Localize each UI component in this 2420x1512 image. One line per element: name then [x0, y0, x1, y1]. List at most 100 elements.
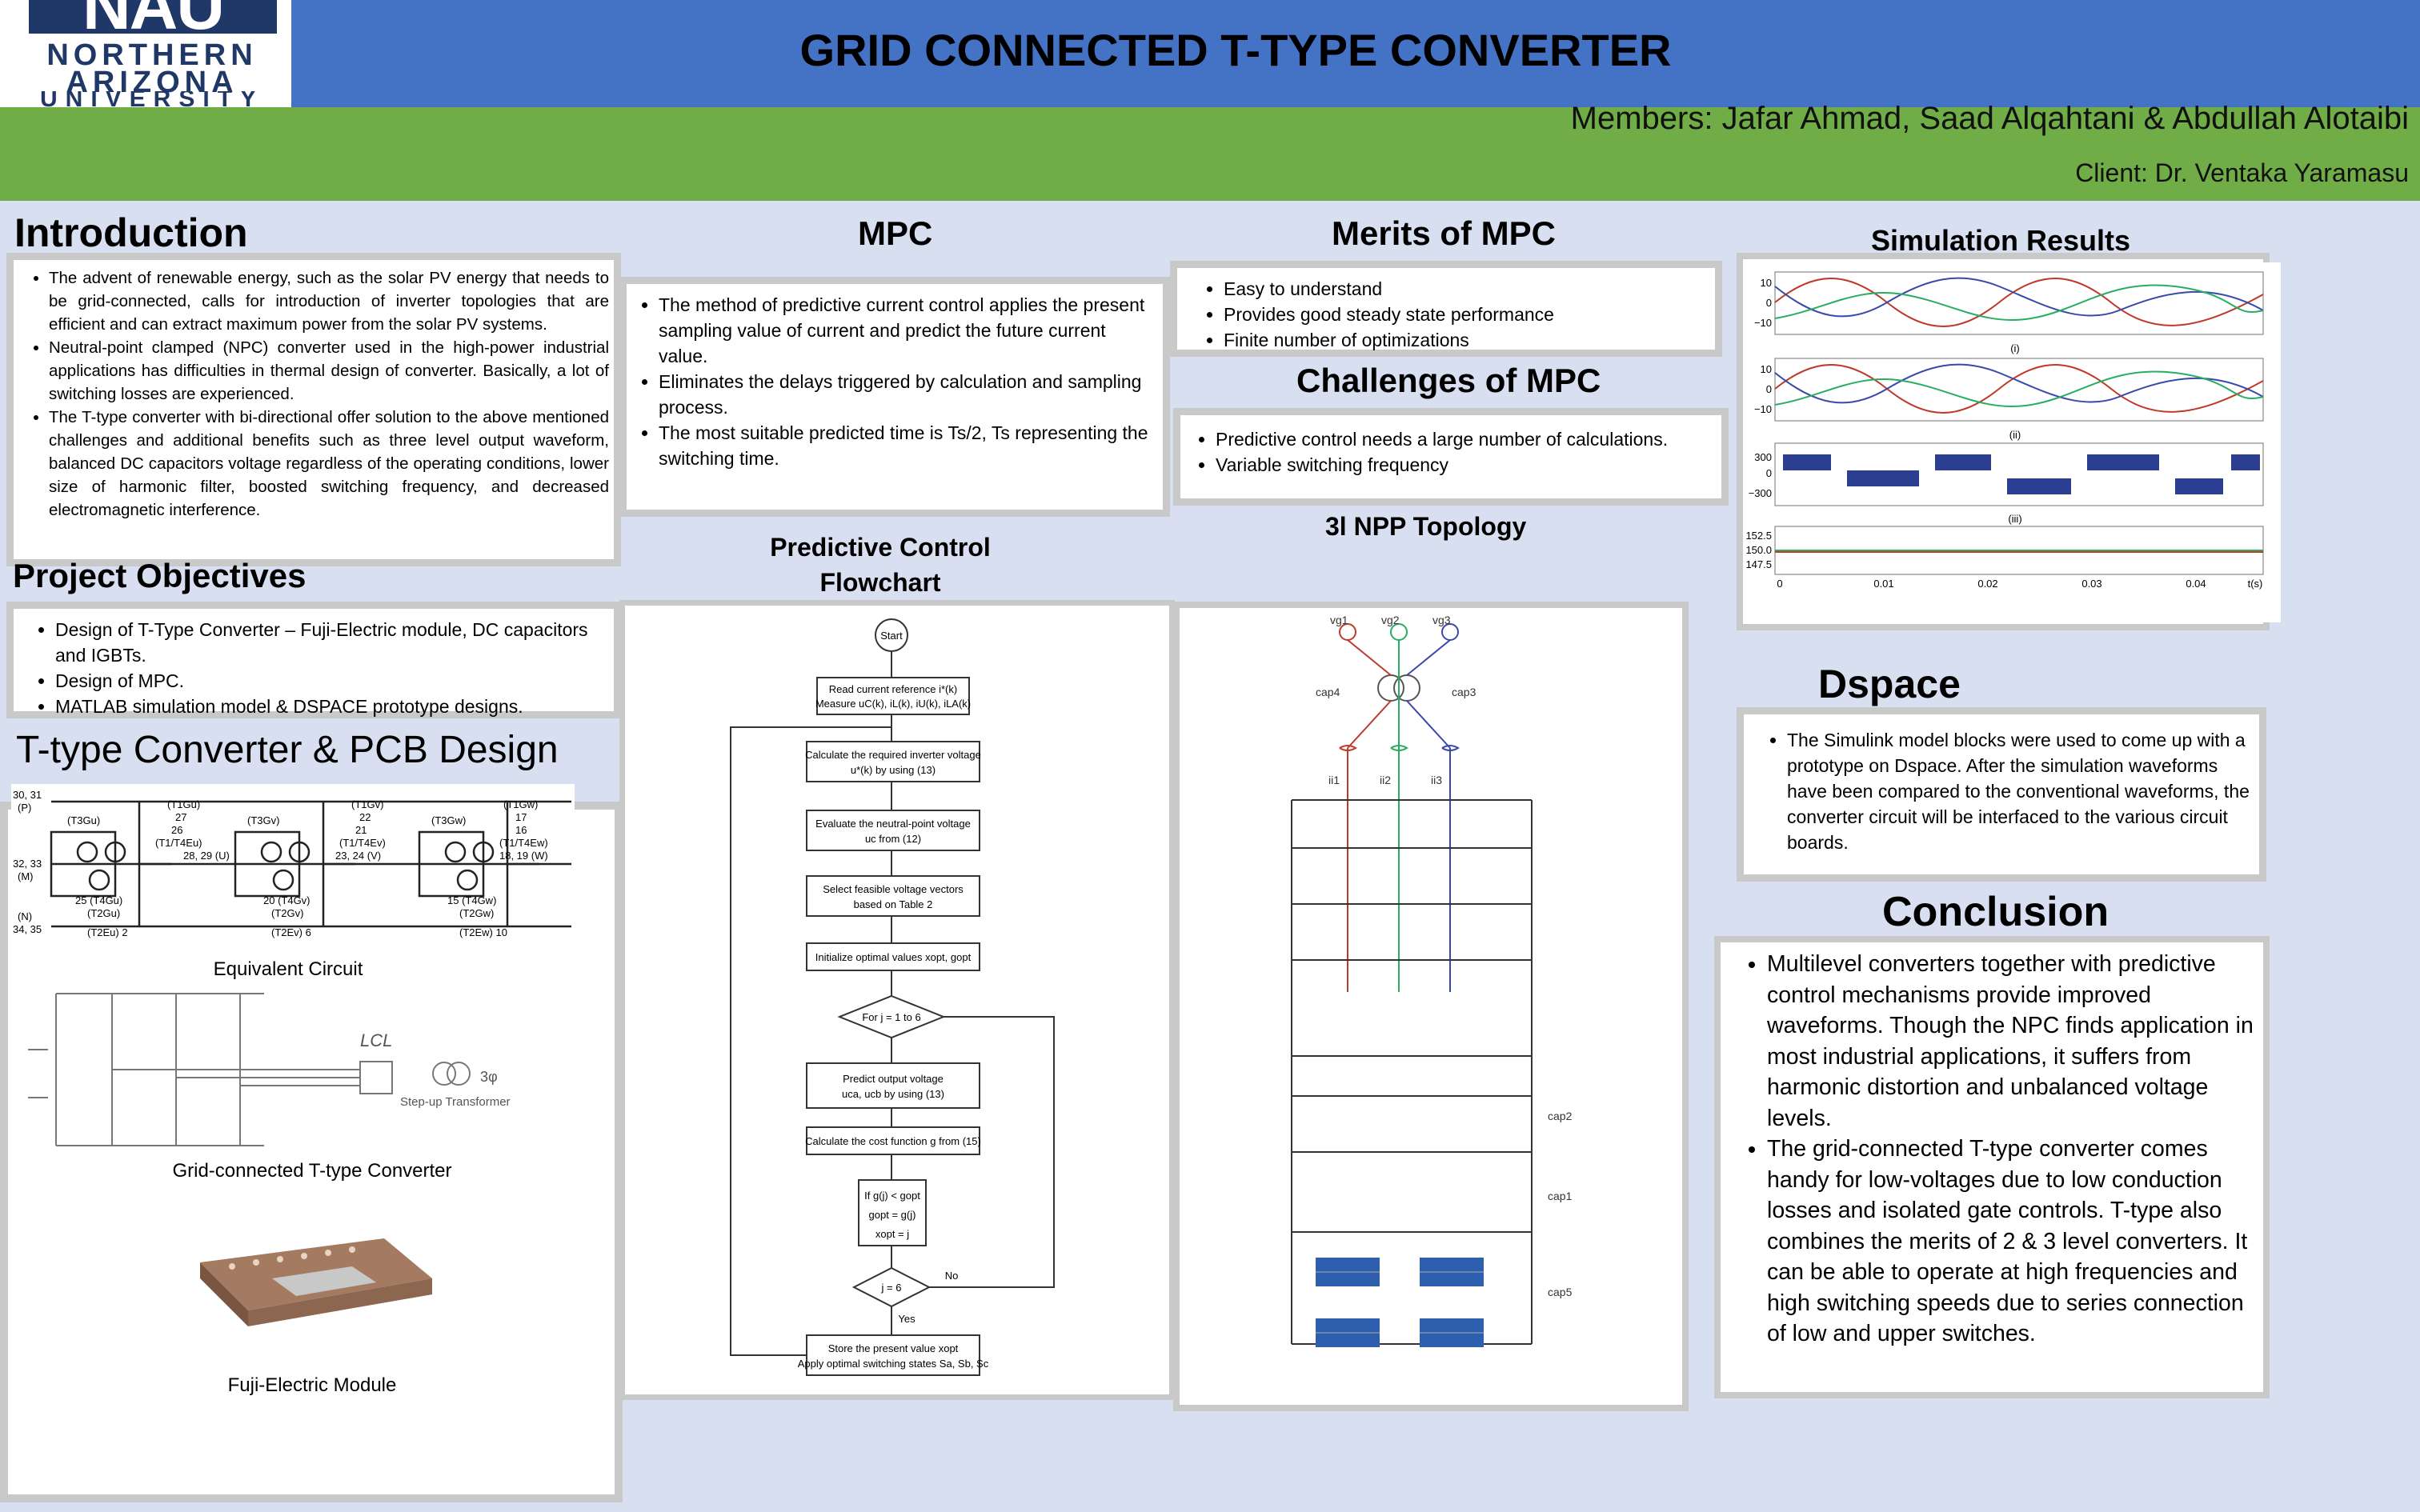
objectives-panel: Design of T-Type Converter – Fuji-Electr…	[6, 602, 621, 718]
logo-line-university: UNIVERSITY	[39, 91, 265, 107]
equivalent-label: 21	[355, 824, 367, 836]
equivalent-label: (T2Gu)	[87, 907, 120, 919]
phase-label: 3φ	[480, 1069, 498, 1085]
equivalent-label: 16	[515, 824, 527, 836]
topology-label: vg1	[1330, 614, 1348, 626]
equivalent-label: (T3Gv)	[247, 814, 279, 826]
poster-title: GRID CONNECTED T-TYPE CONVERTER	[799, 25, 1672, 75]
equivalent-label: (T1Gu)	[167, 798, 200, 810]
dspace-list: The Simulink model blocks were used to c…	[1744, 727, 2251, 855]
flow-step-select	[806, 875, 980, 917]
sim-plot-label: (ii)	[2009, 429, 2021, 441]
flow-text: Yes	[898, 1313, 916, 1325]
equivalent-label: 32, 33	[13, 858, 42, 870]
sim-ytick: 152.5	[1745, 530, 1772, 542]
mpc-list: The method of predictive current control…	[627, 292, 1155, 471]
list-item: The advent of renewable energy, such as …	[49, 266, 609, 336]
ttype-title: T-type Converter & PCB Design	[16, 729, 559, 771]
conclusion-title: Conclusion	[1882, 889, 2109, 935]
dspace-panel: The Simulink model blocks were used to c…	[1737, 707, 2266, 882]
topology-label: ii1	[1328, 774, 1340, 786]
flow-text: xopt = j	[875, 1228, 909, 1240]
equivalent-label: (T1Gw)	[503, 798, 538, 810]
flow-step-cost	[806, 1126, 980, 1155]
equivalent-label: 30, 31	[13, 789, 42, 801]
university-logo: NAU NORTHERN ARIZONA UNIVERSITY	[0, 0, 291, 107]
equivalent-label: 22	[359, 811, 371, 823]
sim-ytick: −10	[1754, 403, 1772, 415]
flow-text: For j = 1 to 6	[862, 1011, 920, 1023]
topology-title: 3l NPP Topology	[1325, 512, 1527, 541]
list-item: Finite number of optimizations	[1224, 327, 1707, 353]
lcl-label: LCL	[360, 1030, 392, 1050]
ttype-title-band	[6, 720, 623, 787]
flow-text: Start	[880, 630, 903, 642]
sim-ytick: 300	[1754, 451, 1772, 463]
mpc-panel: The method of predictive current control…	[619, 277, 1170, 517]
sim-xtick: 0.01	[1873, 578, 1893, 590]
npp-topology-diagram: vg1 vg2 vg3 cap4 cap3 cap2 cap1 cap5 ii1…	[1180, 608, 1682, 1405]
simulation-plots: 10 0 −10 10 0 −10 300 0 −300 152.5 150.0…	[1743, 262, 2281, 622]
logo-line-northern: NORTHERN	[46, 38, 258, 72]
grid-converter-caption: Grid-connected T-type Converter	[172, 1160, 452, 1182]
flow-text: based on Table 2	[854, 898, 933, 910]
topology-label: ii3	[1431, 774, 1442, 786]
header-subbar	[0, 107, 2420, 201]
equivalent-label: (T2Ev) 6	[271, 926, 311, 938]
topology-label: cap1	[1548, 1190, 1573, 1202]
list-item: Variable switching frequency	[1216, 452, 1713, 478]
sim-xtick: 0.03	[2081, 578, 2101, 590]
introduction-title: Introduction	[14, 210, 248, 255]
conclusion-list: Multilevel converters together with pred…	[1721, 949, 2254, 1350]
flow-step-evaluate	[806, 810, 980, 851]
list-item: MATLAB simulation model & DSPACE prototy…	[55, 694, 609, 719]
flow-text: If g(j) < gopt	[864, 1190, 920, 1202]
equivalent-label: (T3Gw)	[431, 814, 466, 826]
objectives-list: Design of T-Type Converter – Fuji-Electr…	[14, 617, 609, 719]
list-item: Design of MPC.	[55, 668, 609, 694]
flow-text: Calculate the cost function g from (15)	[805, 1135, 981, 1147]
sim-ytick: 0	[1766, 297, 1772, 309]
equivalent-label: (T1/T4Ew)	[499, 837, 548, 849]
sim-xtick: 0.02	[1977, 578, 1997, 590]
flow-text: Measure uC(k), iL(k), iU(k), iLA(k)	[815, 698, 971, 710]
equivalent-label: (T2Gw)	[459, 907, 494, 919]
list-item: Multilevel converters together with pred…	[1767, 949, 2254, 1134]
challenges-list: Predictive control needs a large number …	[1180, 426, 1713, 478]
flow-step-init	[806, 942, 980, 971]
client-line: Client: Dr. Ventaka Yaramasu	[2075, 158, 2409, 187]
flow-text: No	[945, 1270, 959, 1282]
flow-text: u*(k) by using (13)	[851, 764, 936, 776]
equivalent-label: (T1Gv)	[351, 798, 383, 810]
sim-ytick: 0	[1766, 383, 1772, 395]
objectives-title: Project Objectives	[13, 557, 307, 594]
equivalent-label: 20 (T4Gv)	[263, 894, 311, 906]
list-item: The Simulink model blocks were used to c…	[1787, 727, 2251, 855]
equivalent-label: (M)	[18, 870, 34, 882]
sim-ytick: 150.0	[1745, 544, 1772, 556]
sim-xtick: 0	[1777, 578, 1782, 590]
topology-label: cap2	[1548, 1110, 1573, 1122]
equivalent-label: (T3Gu)	[67, 814, 100, 826]
equivalent-label: 27	[175, 811, 186, 823]
members-line: Members: Jafar Ahmad, Saad Alqahtani & A…	[1570, 101, 2409, 136]
sim-ytick: 147.5	[1745, 558, 1772, 570]
topology-label: vg3	[1432, 614, 1451, 626]
equivalent-label: 34, 35	[13, 923, 42, 935]
transformer-label: Step-up Transformer	[400, 1095, 511, 1109]
equivalent-label: (T2Gv)	[271, 907, 303, 919]
merits-panel: Easy to understand Provides good steady …	[1170, 261, 1722, 357]
sim-plot-label: (iii)	[2008, 513, 2021, 525]
equivalent-circuit-diagram: 30, 31 (P) 32, 33 (M) (N) 34, 35 (T1Gu) …	[11, 784, 575, 954]
logo-mark: NAU	[29, 0, 277, 34]
flow-text: uca, ucb by using (13)	[842, 1088, 944, 1100]
sim-ytick: 10	[1761, 277, 1772, 289]
sim-ytick: 10	[1761, 363, 1772, 375]
equivalent-label: (T2Eu) 2	[87, 926, 128, 938]
list-item: Predictive control needs a large number …	[1216, 426, 1713, 452]
equivalent-label: (T1/T4Ev)	[339, 837, 386, 849]
equivalent-label: (T2Ew) 10	[459, 926, 507, 938]
equivalent-label: (T1/T4Eu)	[155, 837, 202, 849]
list-item: The grid-connected T-type converter come…	[1767, 1134, 2254, 1350]
topology-label: cap5	[1548, 1286, 1573, 1298]
